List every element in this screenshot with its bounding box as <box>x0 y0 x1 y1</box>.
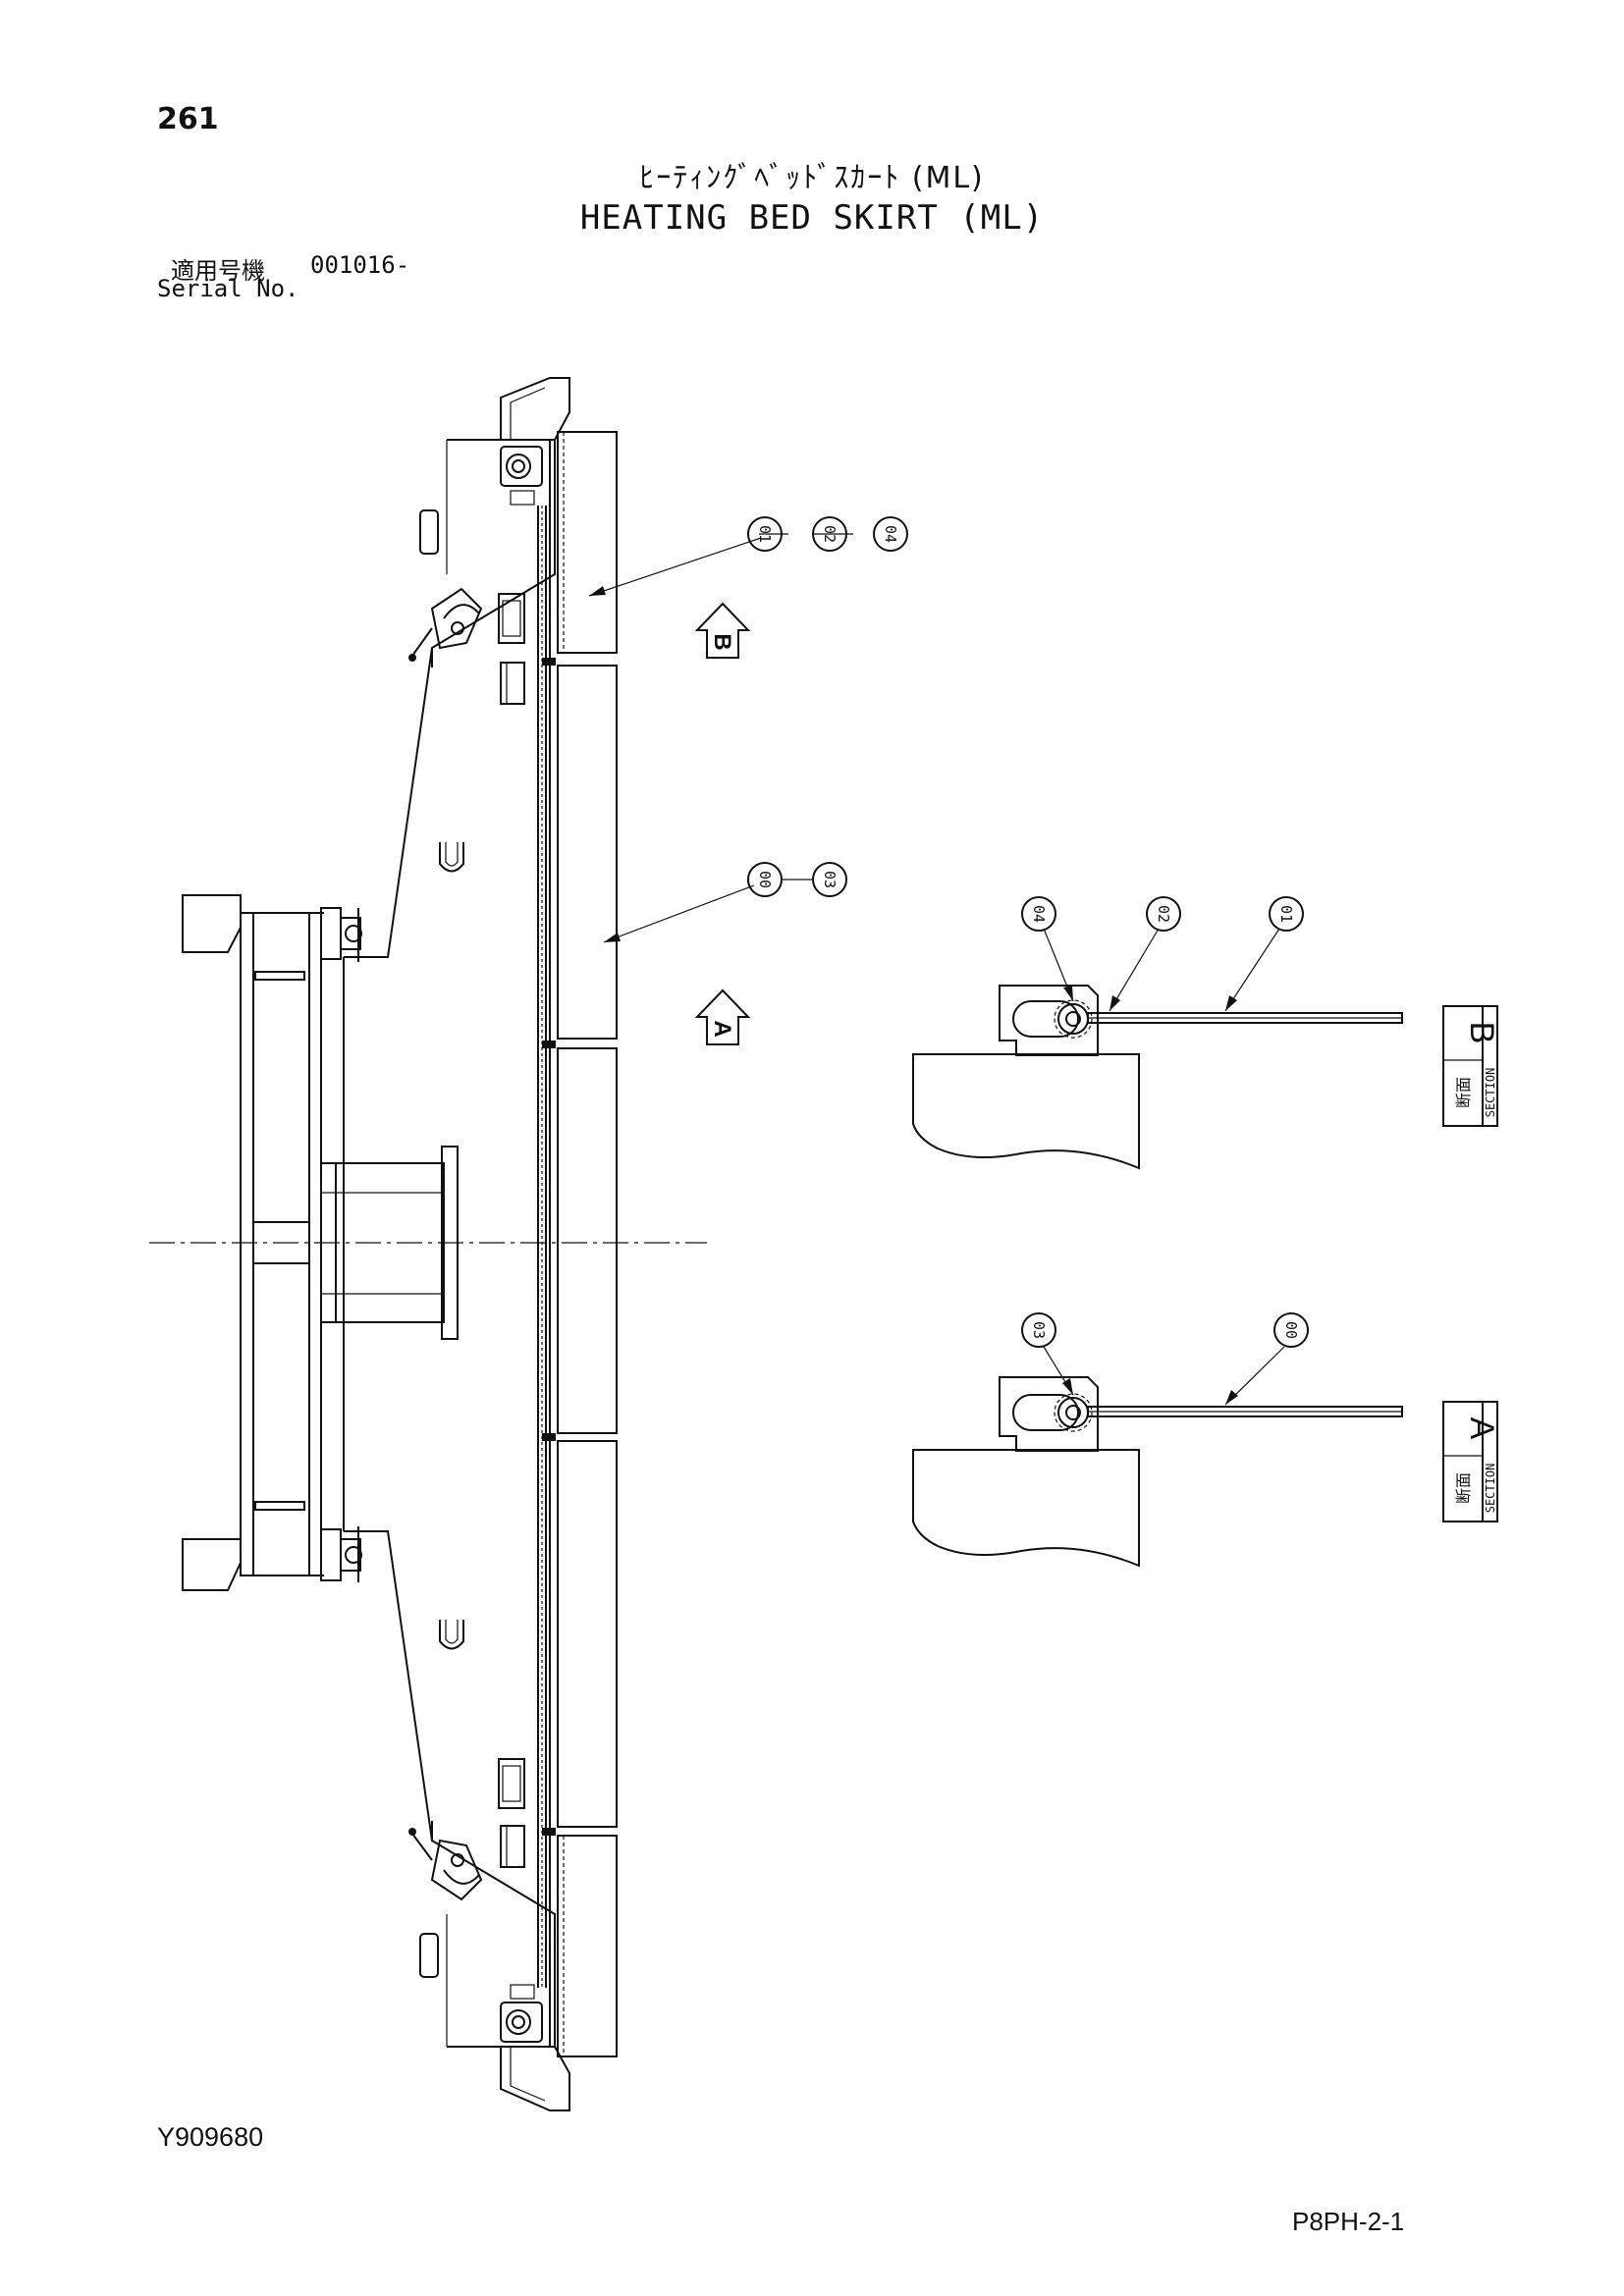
callout-balloon: 04 <box>873 516 908 552</box>
section-label-b: B SECTION 断面 <box>1442 1005 1500 1127</box>
callout-label: 01 <box>1277 905 1295 923</box>
callout-balloon: 03 <box>812 862 847 897</box>
section-b-detail: 04 02 01 B SECTION 断面 <box>912 896 1500 1170</box>
callout-group-upper: 01 02 04 <box>588 516 908 597</box>
callout-balloon: 01 <box>747 516 783 552</box>
serial-label: Serial No. <box>157 275 299 302</box>
callout-label: 03 <box>1030 1321 1048 1339</box>
section-word: SECTION <box>1484 1068 1497 1118</box>
serial-value: 001016- <box>310 251 410 279</box>
callout-balloon: 00 <box>747 862 783 897</box>
callout-label: 00 <box>1282 1321 1300 1339</box>
section-kanji: 断面 <box>1454 1077 1473 1108</box>
callout-label: 01 <box>756 525 774 543</box>
page-number: 261 <box>157 102 219 136</box>
callout-label: 04 <box>1030 905 1048 923</box>
callout-label: 02 <box>821 525 839 543</box>
section-a-detail: 03 00 A SECTION 断面 <box>912 1312 1500 1568</box>
serial-label-japanese: 適用号機 <box>171 257 265 285</box>
section-letter: A <box>1463 1417 1500 1440</box>
section-letter: B <box>1463 1022 1500 1044</box>
view-marker-letter: A <box>709 1020 735 1037</box>
callout-balloon: 03 <box>1021 1312 1056 1348</box>
section-word: SECTION <box>1484 1464 1497 1514</box>
callout-label: 03 <box>821 871 839 888</box>
page-title: HEATING BED SKIRT (ML) <box>579 198 1045 238</box>
section-kanji: 断面 <box>1454 1472 1473 1504</box>
callout-group-middle: 00 03 <box>603 862 847 943</box>
skirt-assembly <box>149 377 707 2111</box>
title-japanese: ﾋｰﾃｨﾝｸﾞﾍﾞｯﾄﾞｽｶｰﾄ (ML) <box>639 161 985 195</box>
document-code: Y909680 <box>157 2122 264 2152</box>
view-marker-letter: B <box>709 633 735 650</box>
callout-balloon: 02 <box>812 516 847 552</box>
view-marker-b: B <box>694 602 751 659</box>
callout-balloon: 00 <box>1273 1312 1309 1348</box>
callout-balloon: 04 <box>1021 896 1056 932</box>
callout-balloon: 01 <box>1269 896 1304 932</box>
view-marker-a: A <box>694 988 751 1045</box>
callout-balloon: 02 <box>1146 896 1181 932</box>
callout-label: 04 <box>882 525 899 543</box>
page-reference: P8PH-2-1 <box>1292 2207 1405 2236</box>
callout-label: 00 <box>756 871 774 888</box>
section-label-a: A SECTION 断面 <box>1442 1401 1500 1522</box>
callout-label: 02 <box>1155 905 1172 923</box>
